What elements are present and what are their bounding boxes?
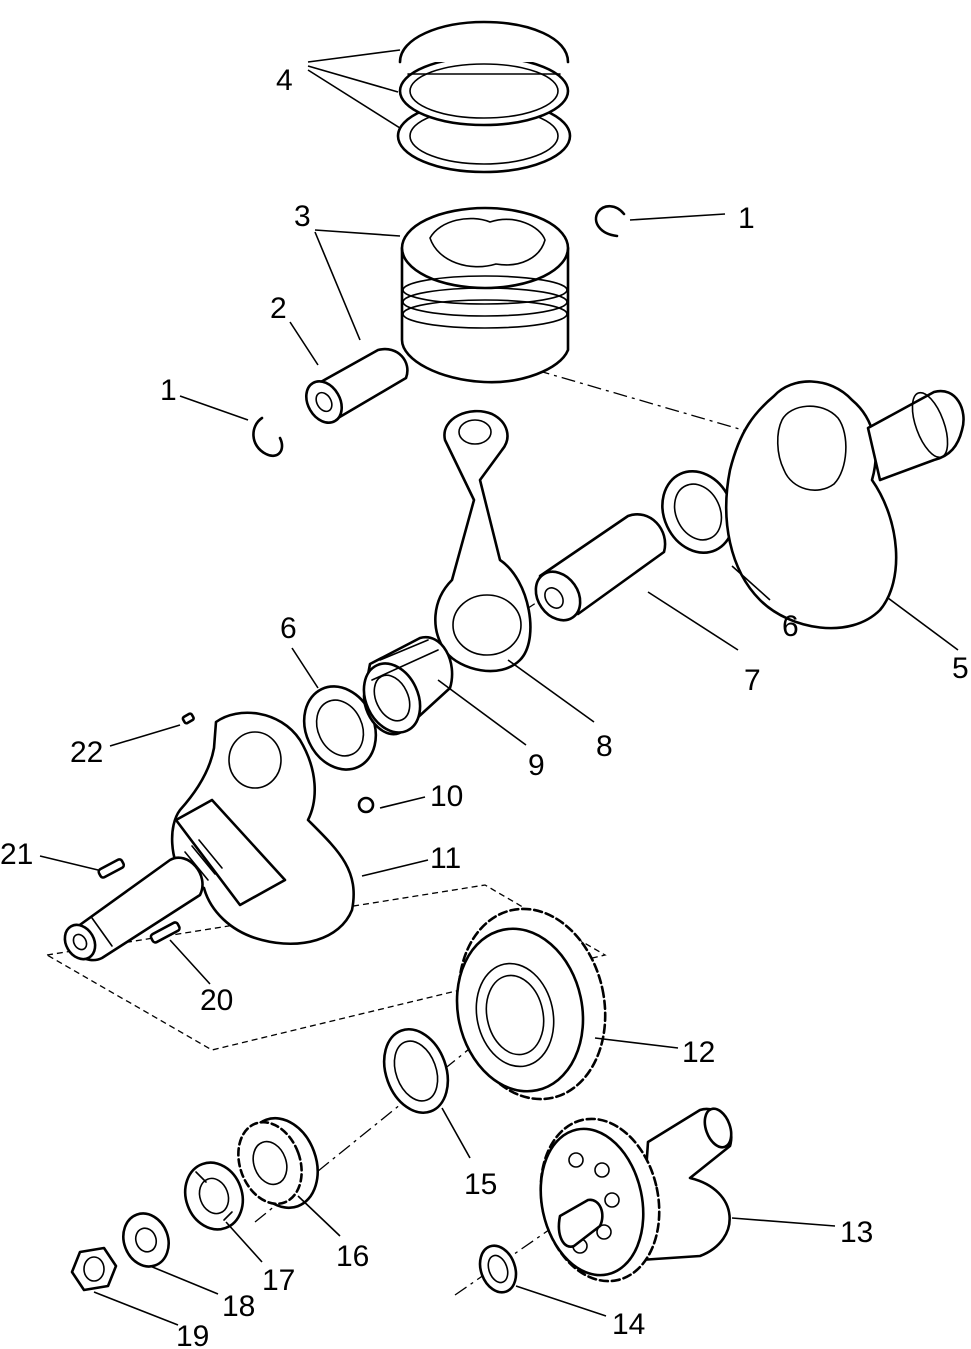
callout-7: 7 [744, 664, 761, 697]
callout-20: 20 [200, 984, 233, 1017]
callout-2: 2 [270, 292, 287, 325]
callout-19: 19 [176, 1320, 209, 1349]
key-21 [97, 858, 126, 879]
callout-13: 13 [840, 1216, 873, 1249]
callout-9: 9 [528, 749, 545, 782]
callout-labels: 4 3 1 2 1 6 7 5 6 8 9 22 10 21 11 20 12 … [0, 64, 969, 1349]
key-20 [149, 921, 181, 944]
callout-15: 15 [464, 1168, 497, 1201]
crankshaft-right-half [724, 380, 965, 630]
circlip-upper [594, 204, 626, 238]
callout-8: 8 [596, 730, 613, 763]
callout-11: 11 [430, 842, 461, 875]
dowel-pin-22 [181, 712, 195, 725]
callout-21: 21 [0, 838, 33, 871]
ball-10 [357, 796, 375, 814]
callout-5: 5 [952, 652, 969, 685]
callout-18: 18 [222, 1290, 255, 1323]
callout-22: 22 [70, 736, 103, 769]
wrist-pin [305, 347, 409, 424]
hex-nut [70, 1246, 118, 1292]
callout-leader-lines [39, 49, 959, 1326]
castle-nut [183, 1161, 245, 1231]
callout-6-left: 6 [280, 612, 297, 645]
callout-10: 10 [430, 780, 463, 813]
needle-bearing [362, 635, 454, 736]
callout-14: 14 [612, 1308, 645, 1341]
sprocket [237, 1116, 319, 1210]
callout-17: 17 [262, 1264, 295, 1297]
callout-12: 12 [682, 1036, 715, 1069]
connecting-rod [434, 409, 532, 673]
callout-1-upper: 1 [738, 202, 755, 235]
callout-1-lower: 1 [160, 374, 177, 407]
callout-4: 4 [276, 64, 293, 97]
flat-washer-18 [122, 1212, 170, 1268]
balancer-shaft [539, 1107, 733, 1283]
callout-16: 16 [336, 1240, 369, 1273]
piston-rings [396, 20, 572, 174]
circlip-lower [252, 416, 284, 458]
piston [400, 206, 570, 384]
crank-pin [534, 513, 667, 622]
callout-3: 3 [294, 200, 311, 233]
crank-gear [455, 907, 607, 1101]
crankshaft-left-half [63, 711, 355, 962]
washer-14 [478, 1244, 518, 1294]
callout-6-right: 6 [782, 610, 799, 643]
thrust-washer-right [661, 470, 735, 554]
washer-15 [382, 1028, 450, 1114]
